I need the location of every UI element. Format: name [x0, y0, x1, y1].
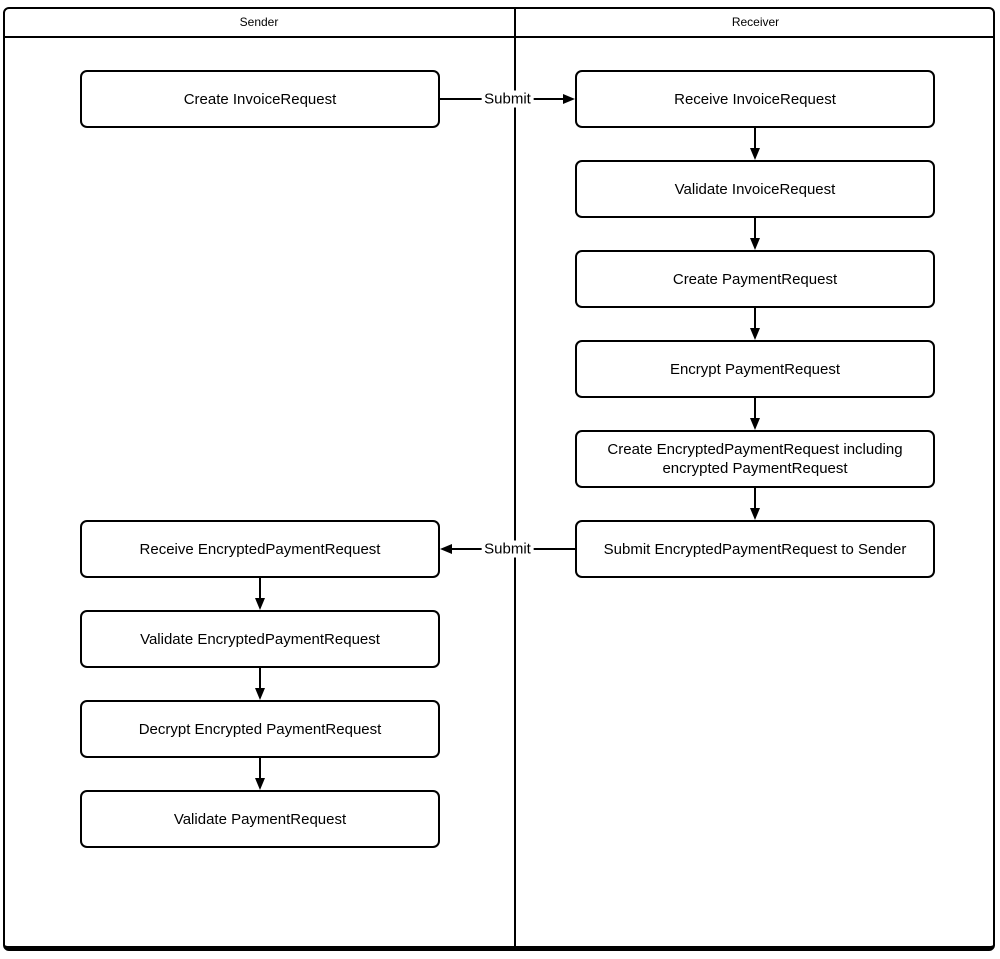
node-label: Decrypt Encrypted PaymentRequest — [138, 720, 382, 738]
arrow-label-submit: Submit — [481, 540, 534, 558]
arrow-line — [754, 308, 756, 329]
flow-arrow-down — [750, 218, 760, 250]
node-label: Validate PaymentRequest — [173, 810, 347, 828]
arrow-line — [754, 488, 756, 509]
node-create-paymentrequest: Create PaymentRequest — [575, 250, 935, 308]
flow-arrow-submit-encrypted-payment: Submit — [440, 540, 575, 558]
arrow-line — [259, 758, 261, 779]
lane-divider — [514, 7, 516, 949]
flow-arrow-down — [255, 668, 265, 700]
flow-arrow-down — [255, 758, 265, 790]
diagram-frame — [3, 7, 995, 951]
arrowhead-down-icon — [750, 508, 760, 520]
lane-header-separator — [3, 36, 995, 38]
arrow-line — [259, 668, 261, 689]
node-label: Receive EncryptedPaymentRequest — [139, 540, 381, 558]
flow-arrow-down — [750, 308, 760, 340]
arrow-line — [754, 398, 756, 419]
node-label: Create InvoiceRequest — [183, 90, 337, 108]
arrowhead-down-icon — [750, 148, 760, 160]
arrow-label-submit: Submit — [481, 90, 534, 108]
node-label: Encrypt PaymentRequest — [669, 360, 841, 378]
node-submit-encryptedpaymentrequest: Submit EncryptedPaymentRequest to Sender — [575, 520, 935, 578]
node-create-invoicerequest: Create InvoiceRequest — [80, 70, 440, 128]
flow-arrow-down — [750, 488, 760, 520]
arrowhead-down-icon — [750, 328, 760, 340]
node-decrypt-encrypted-paymentrequest: Decrypt Encrypted PaymentRequest — [80, 700, 440, 758]
node-label: Create EncryptedPaymentRequest including… — [607, 441, 903, 477]
arrowhead-down-icon — [255, 688, 265, 700]
node-receive-invoicerequest: Receive InvoiceRequest — [575, 70, 935, 128]
node-label: Receive InvoiceRequest — [674, 90, 836, 108]
lane-title: Receiver — [731, 15, 780, 29]
node-label: Validate InvoiceRequest — [674, 180, 836, 198]
arrow-line — [754, 218, 756, 239]
lane-header-receiver: Receiver — [516, 7, 995, 37]
node-label: Submit EncryptedPaymentRequest to Sender — [603, 540, 907, 558]
arrowhead-down-icon — [750, 238, 760, 250]
node-validate-encryptedpaymentrequest: Validate EncryptedPaymentRequest — [80, 610, 440, 668]
flow-arrow-down — [750, 128, 760, 160]
node-validate-invoicerequest: Validate InvoiceRequest — [575, 160, 935, 218]
node-label: Create PaymentRequest — [672, 270, 838, 288]
node-encrypt-paymentrequest: Encrypt PaymentRequest — [575, 340, 935, 398]
node-validate-paymentrequest: Validate PaymentRequest — [80, 790, 440, 848]
flow-arrow-down — [255, 578, 265, 610]
arrow-line — [754, 128, 756, 149]
arrowhead-down-icon — [255, 598, 265, 610]
lane-title: Sender — [239, 15, 279, 29]
flow-arrow-submit-invoice: Submit — [440, 90, 575, 108]
node-receive-encryptedpaymentrequest: Receive EncryptedPaymentRequest — [80, 520, 440, 578]
arrowhead-right-icon — [563, 94, 575, 104]
flow-arrow-down — [750, 398, 760, 430]
node-create-encryptedpaymentrequest: Create EncryptedPaymentRequest including… — [575, 430, 935, 488]
arrowhead-down-icon — [750, 418, 760, 430]
arrowhead-left-icon — [440, 544, 452, 554]
lane-header-sender: Sender — [3, 7, 515, 37]
arrow-line — [259, 578, 261, 599]
arrowhead-down-icon — [255, 778, 265, 790]
node-label: Validate EncryptedPaymentRequest — [140, 630, 380, 648]
